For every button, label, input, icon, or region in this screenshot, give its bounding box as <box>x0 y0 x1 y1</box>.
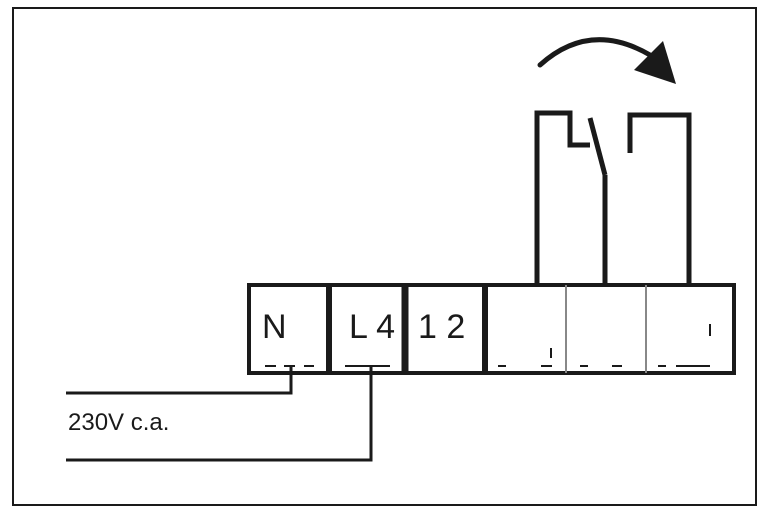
terminal-label-12: 1 2 <box>418 308 465 346</box>
terminal-block <box>247 283 736 375</box>
relay-switch-contact <box>534 110 692 285</box>
supply-voltage-label: 230V c.a. <box>68 409 169 436</box>
terminal-label-l4: L 4 <box>349 308 395 346</box>
supply-wires <box>66 366 373 462</box>
terminal-separators <box>326 285 647 373</box>
terminal-label-n: N <box>262 308 287 346</box>
rotation-arrow-icon <box>537 37 676 84</box>
diagram-frame <box>12 7 757 506</box>
